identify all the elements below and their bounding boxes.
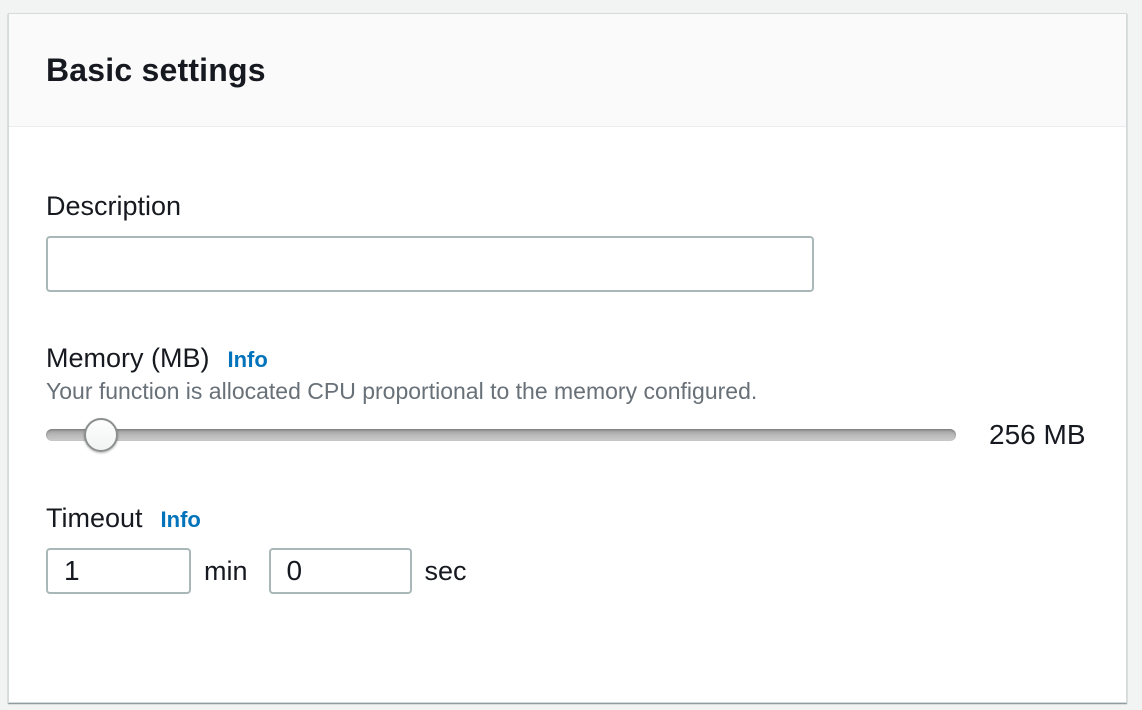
memory-field: Memory (MB) Info Your function is alloca…: [46, 342, 1089, 452]
description-field: Description: [46, 190, 1089, 292]
memory-slider-handle[interactable]: [83, 418, 118, 452]
timeout-info-link[interactable]: Info: [160, 507, 201, 532]
timeout-seconds-unit: sec: [424, 555, 467, 586]
timeout-minutes-input[interactable]: [46, 548, 191, 594]
card-header: Basic settings: [9, 14, 1126, 127]
description-input[interactable]: [46, 236, 814, 292]
card-body: Description Memory (MB) Info Your functi…: [9, 190, 1126, 594]
timeout-seconds-input[interactable]: [268, 548, 412, 594]
description-label: Description: [46, 191, 182, 221]
timeout-inputs-row: min sec: [46, 548, 1089, 594]
memory-label: Memory (MB): [46, 343, 210, 373]
basic-settings-card: Basic settings Description Memory (MB) I…: [8, 13, 1127, 703]
card-title: Basic settings: [46, 51, 266, 88]
memory-slider-row: 256 MB: [46, 418, 1089, 452]
timeout-label: Timeout: [46, 503, 143, 533]
memory-label-row: Memory (MB) Info: [46, 342, 1089, 374]
memory-slider-track[interactable]: [46, 429, 956, 441]
timeout-label-row: Timeout Info: [46, 502, 1089, 534]
memory-value: 256 MB: [989, 419, 1086, 450]
timeout-field: Timeout Info min sec: [46, 502, 1089, 594]
memory-slider[interactable]: [46, 418, 956, 452]
memory-helper-text: Your function is allocated CPU proportio…: [46, 378, 758, 404]
memory-info-link[interactable]: Info: [227, 347, 268, 372]
timeout-minutes-unit: min: [204, 555, 248, 586]
